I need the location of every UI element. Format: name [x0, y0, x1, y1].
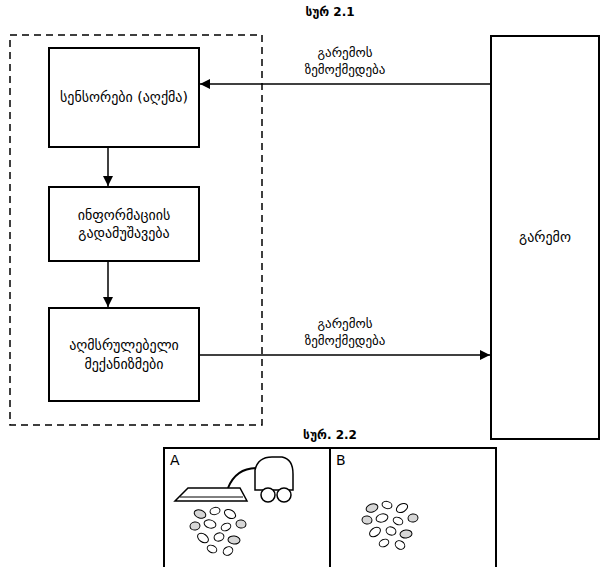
figure-title: სურ 2.1 [270, 5, 390, 19]
dirt-particle [203, 519, 217, 530]
vacuum-body [255, 457, 293, 490]
arrow-label: გარემოს ზემოქმედება [278, 315, 412, 350]
dirt-particle [223, 508, 237, 521]
dirt-piles [189, 500, 418, 557]
vacuum-wheel [261, 488, 275, 502]
box-label: ინფორმაციის გადამუშავება [56, 206, 192, 242]
dirt-particle [209, 506, 220, 515]
room-cell: B [329, 447, 497, 567]
agent-boundary [10, 35, 262, 425]
dirt-particle [395, 502, 409, 515]
dirt-particle [368, 525, 382, 538]
vacuum-cleaner [175, 457, 293, 502]
dirt-particle [365, 502, 379, 514]
dirt-particle [378, 538, 390, 549]
dirt-particle [193, 508, 207, 520]
dirt-particle [385, 526, 397, 537]
box-label: B [336, 451, 346, 469]
vacuum-nozzle [175, 488, 247, 501]
box-label: სენსორები (აღქმა) [60, 88, 188, 106]
process-box: აღმსრულებელი მექანიზმები [48, 307, 200, 402]
flow-arrow [107, 148, 109, 186]
box-label: A [170, 451, 180, 469]
dirt-particle [235, 519, 246, 529]
environment-box: გარემო [490, 35, 600, 440]
process-box: სენსორები (აღქმა) [48, 47, 200, 148]
room-cell: A [163, 447, 331, 567]
dirt-particle [196, 531, 210, 544]
dirt-particle [407, 513, 418, 523]
dirt-particle [213, 532, 225, 543]
dirt-particle [375, 513, 389, 524]
dirt-particle [400, 529, 413, 538]
vacuum-hose [228, 468, 257, 488]
dirt-particle [228, 535, 241, 544]
dirt-particle [392, 516, 404, 527]
dirt-particle [394, 539, 407, 551]
vacuum-wheel [277, 488, 291, 502]
vacuum-nozzle-edge [180, 497, 243, 498]
arrow-label: გარემოს ზემოქმედება [278, 44, 412, 79]
flow-arrow [107, 262, 109, 307]
flow-arrow [200, 83, 490, 85]
figure-caption: სურ. 2.2 [270, 428, 390, 442]
process-box: ინფორმაციის გადამუშავება [48, 186, 200, 262]
dirt-particle [222, 545, 235, 557]
dirt-particle [220, 522, 232, 533]
flow-arrow [200, 354, 490, 356]
dirt-particle [381, 500, 392, 509]
box-label: აღმსრულებელი მექანიზმები [56, 336, 192, 372]
dirt-particle [361, 515, 372, 525]
box-label: გარემო [519, 228, 571, 246]
dirt-particle [206, 544, 218, 555]
dirt-particle [189, 521, 200, 531]
